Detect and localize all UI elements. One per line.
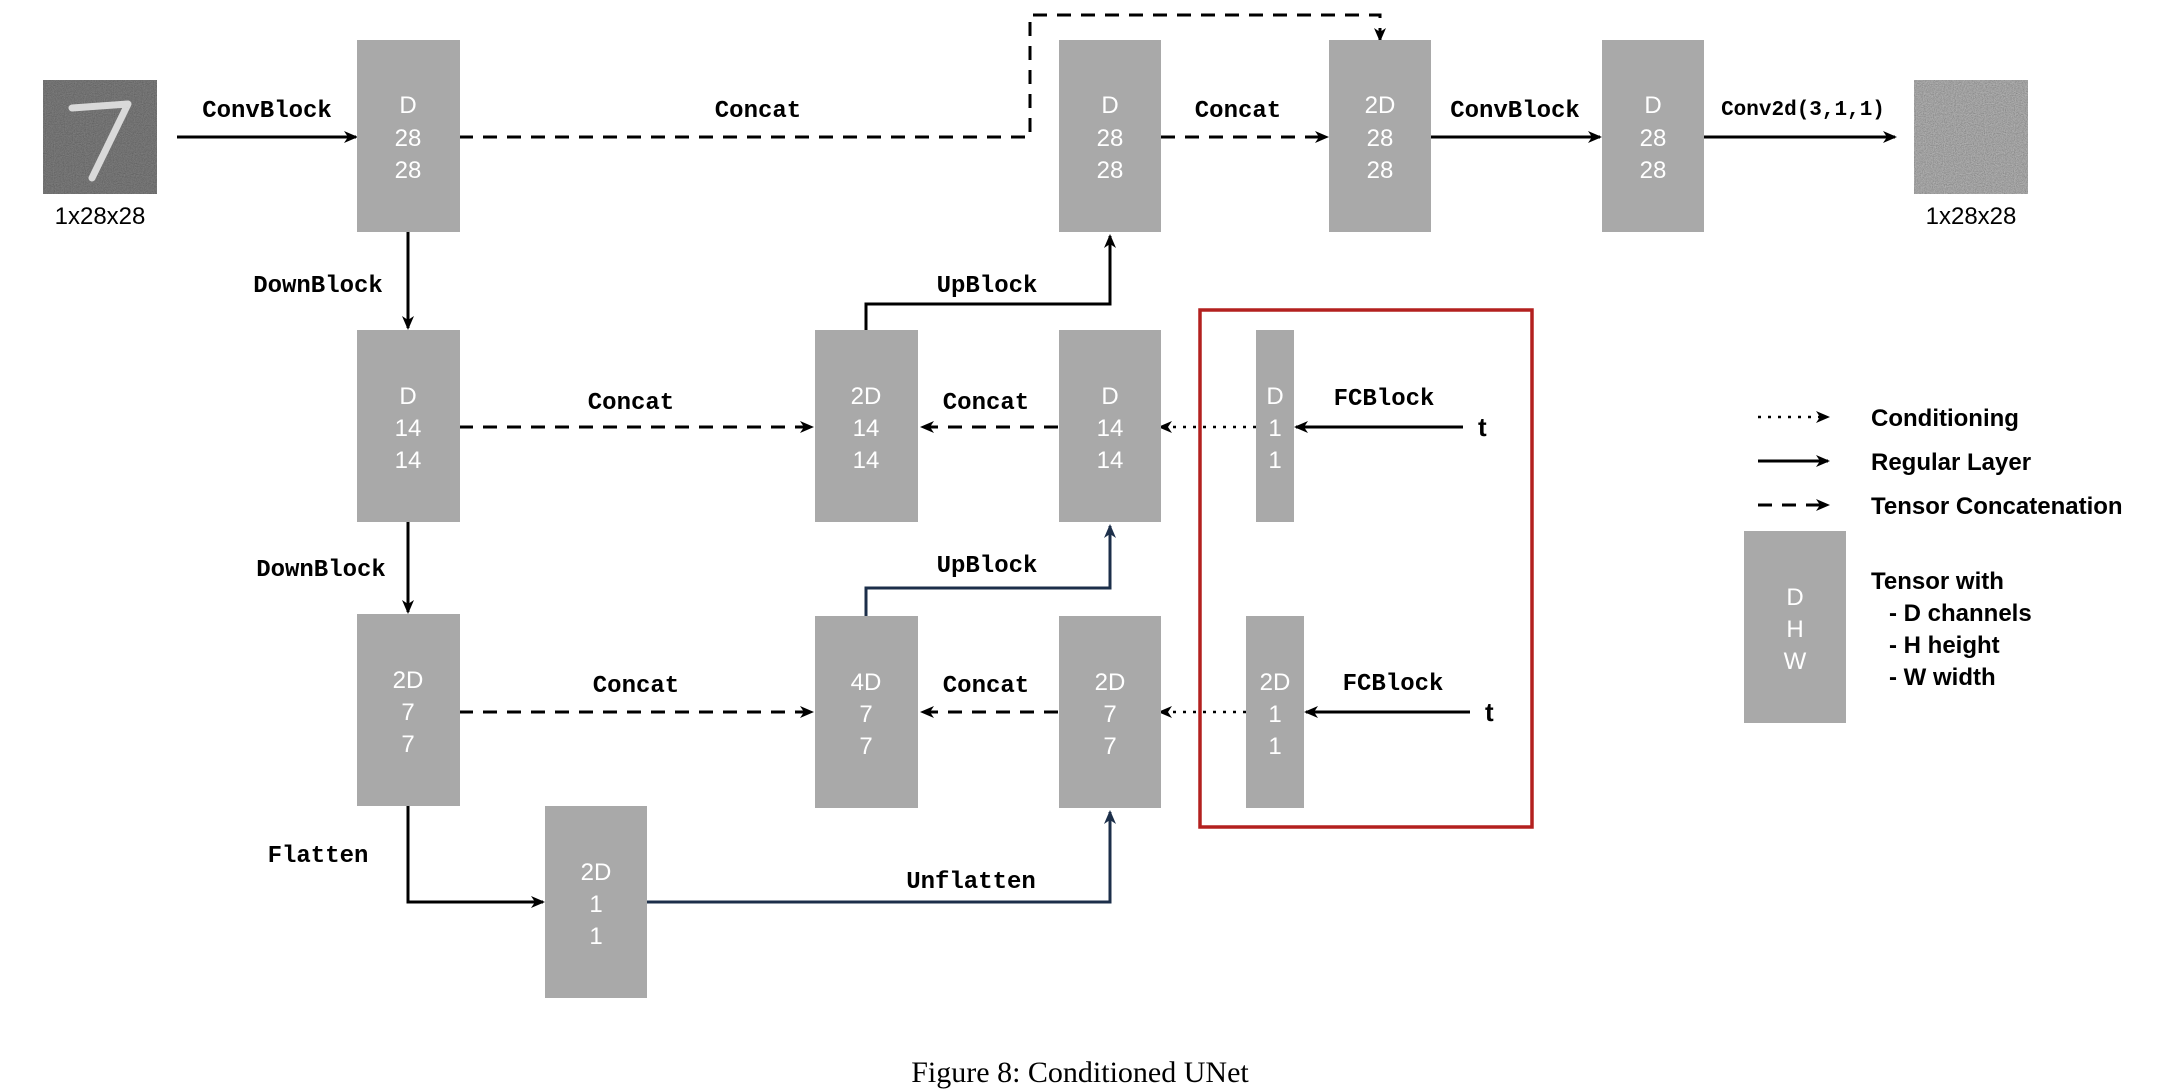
tensor-height: 7	[1103, 701, 1116, 728]
legend-bullet-height: - H height	[1889, 632, 2000, 659]
input-dims: 1x28x28	[55, 203, 146, 230]
label-t2: t	[1485, 697, 1494, 727]
tensor-width: 14	[1097, 447, 1124, 474]
tensor-cat1: 2D 28 28	[1329, 40, 1431, 232]
label-concat-top2: Concat	[1195, 98, 1281, 125]
tensor-height: 7	[401, 699, 414, 726]
tensor-fc1: D 1 1	[1256, 330, 1294, 522]
tensor-dec2: D 14 14	[1059, 330, 1161, 522]
tensor-channels: D	[1101, 383, 1118, 410]
tensor-channels: 2D	[1095, 669, 1126, 696]
tensor-width: 1	[1268, 733, 1281, 760]
tensor-width: 7	[1103, 733, 1116, 760]
tensor-height: 14	[395, 415, 422, 442]
legend-tensor-channels: D	[1786, 584, 1803, 611]
tensor-fc2: 2D 1 1	[1246, 616, 1304, 808]
output-dims: 1x28x28	[1926, 203, 2017, 230]
label-downblock1: DownBlock	[253, 273, 383, 300]
label-fcblock1: FCBlock	[1334, 386, 1435, 413]
legend-bullet-channels: - D channels	[1889, 600, 2032, 627]
label-downblock2: DownBlock	[256, 557, 386, 584]
label-convblock-out: ConvBlock	[1450, 98, 1580, 125]
tensor-cat3: 4D 7 7	[815, 616, 918, 808]
tensor-enc2: D 14 14	[357, 330, 460, 522]
label-unflatten: Unflatten	[906, 869, 1036, 896]
tensor-width: 28	[395, 157, 422, 184]
tensor-height: 14	[853, 415, 880, 442]
conditioning-frame	[1198, 308, 1534, 829]
tensor-height: 1	[1268, 701, 1281, 728]
label-concat-top: Concat	[715, 98, 801, 125]
label-concat-low2: Concat	[943, 673, 1029, 700]
tensor-channels: D	[399, 92, 416, 119]
tensor-out: D 28 28	[1602, 40, 1704, 232]
legend-tensor-box	[1744, 531, 1846, 723]
label-convblock-in: ConvBlock	[202, 98, 332, 125]
tensor-height: 28	[395, 125, 422, 152]
tensor-dec3: 2D 7 7	[1059, 616, 1161, 808]
label-concat-low: Concat	[593, 673, 679, 700]
tensor-height: 7	[859, 701, 872, 728]
tensor-width: 7	[859, 733, 872, 760]
tensor-channels: D	[399, 383, 416, 410]
unflatten-arrow	[646, 810, 1116, 904]
output-image	[1914, 80, 2028, 194]
tensor-height: 28	[1097, 125, 1124, 152]
legend-tensor-height: H	[1786, 616, 1803, 643]
tensor-bottleneck: 2D 1 1	[545, 806, 647, 998]
label-conv2d: Conv2d(3,1,1)	[1721, 99, 1885, 122]
tensor-height: 14	[1097, 415, 1124, 442]
tensor-channels: D	[1101, 92, 1118, 119]
digit-7-stroke	[68, 100, 132, 182]
tensor-channels: 4D	[851, 669, 882, 696]
label-t1: t	[1478, 412, 1487, 442]
tensor-enc1: D 28 28	[357, 40, 460, 232]
tensor-width: 7	[401, 731, 414, 758]
tensor-enc3: 2D 7 7	[357, 614, 460, 806]
tensor-height: 1	[1268, 415, 1281, 442]
figure-caption: Figure 8: Conditioned UNet	[911, 1056, 1249, 1089]
tensor-width: 28	[1097, 157, 1124, 184]
upblock1-arrow	[864, 234, 1116, 330]
label-concat-mid2: Concat	[943, 390, 1029, 417]
tensor-width: 1	[1268, 447, 1281, 474]
tensor-channels: 2D	[581, 859, 612, 886]
flatten-arrow	[406, 806, 545, 908]
tensor-width: 14	[853, 447, 880, 474]
tensor-cat2: 2D 14 14	[815, 330, 918, 522]
legend-tensor-width: W	[1784, 648, 1807, 675]
tensor-width: 14	[395, 447, 422, 474]
legend-tensor-title: Tensor with	[1871, 568, 2004, 595]
label-fcblock2: FCBlock	[1343, 671, 1444, 698]
tensor-channels: 2D	[851, 383, 882, 410]
tensor-channels: 2D	[1260, 669, 1291, 696]
label-upblock2: UpBlock	[937, 553, 1038, 580]
label-flatten: Flatten	[268, 843, 369, 870]
tensor-dec1: D 28 28	[1059, 40, 1161, 232]
upblock2-arrow	[864, 524, 1116, 616]
tensor-channels: 2D	[393, 667, 424, 694]
legend-bullet-width: - W width	[1889, 664, 1996, 691]
label-concat-mid: Concat	[588, 390, 674, 417]
input-image	[43, 80, 157, 194]
tensor-height: 28	[1640, 125, 1667, 152]
tensor-channels: D	[1644, 92, 1661, 119]
tensor-channels: D	[1266, 383, 1283, 410]
legend: Conditioning Regular Layer Tensor Concat…	[1744, 405, 2123, 723]
legend-regular-label: Regular Layer	[1871, 449, 2031, 476]
tensor-width: 28	[1367, 157, 1394, 184]
label-upblock1: UpBlock	[937, 273, 1038, 300]
legend-concat-label: Tensor Concatenation	[1871, 493, 2123, 520]
tensor-channels: 2D	[1365, 92, 1396, 119]
tensor-width: 1	[589, 923, 602, 950]
tensor-height: 28	[1367, 125, 1394, 152]
tensor-width: 28	[1640, 157, 1667, 184]
legend-conditioning-label: Conditioning	[1871, 405, 2019, 432]
tensor-height: 1	[589, 891, 602, 918]
